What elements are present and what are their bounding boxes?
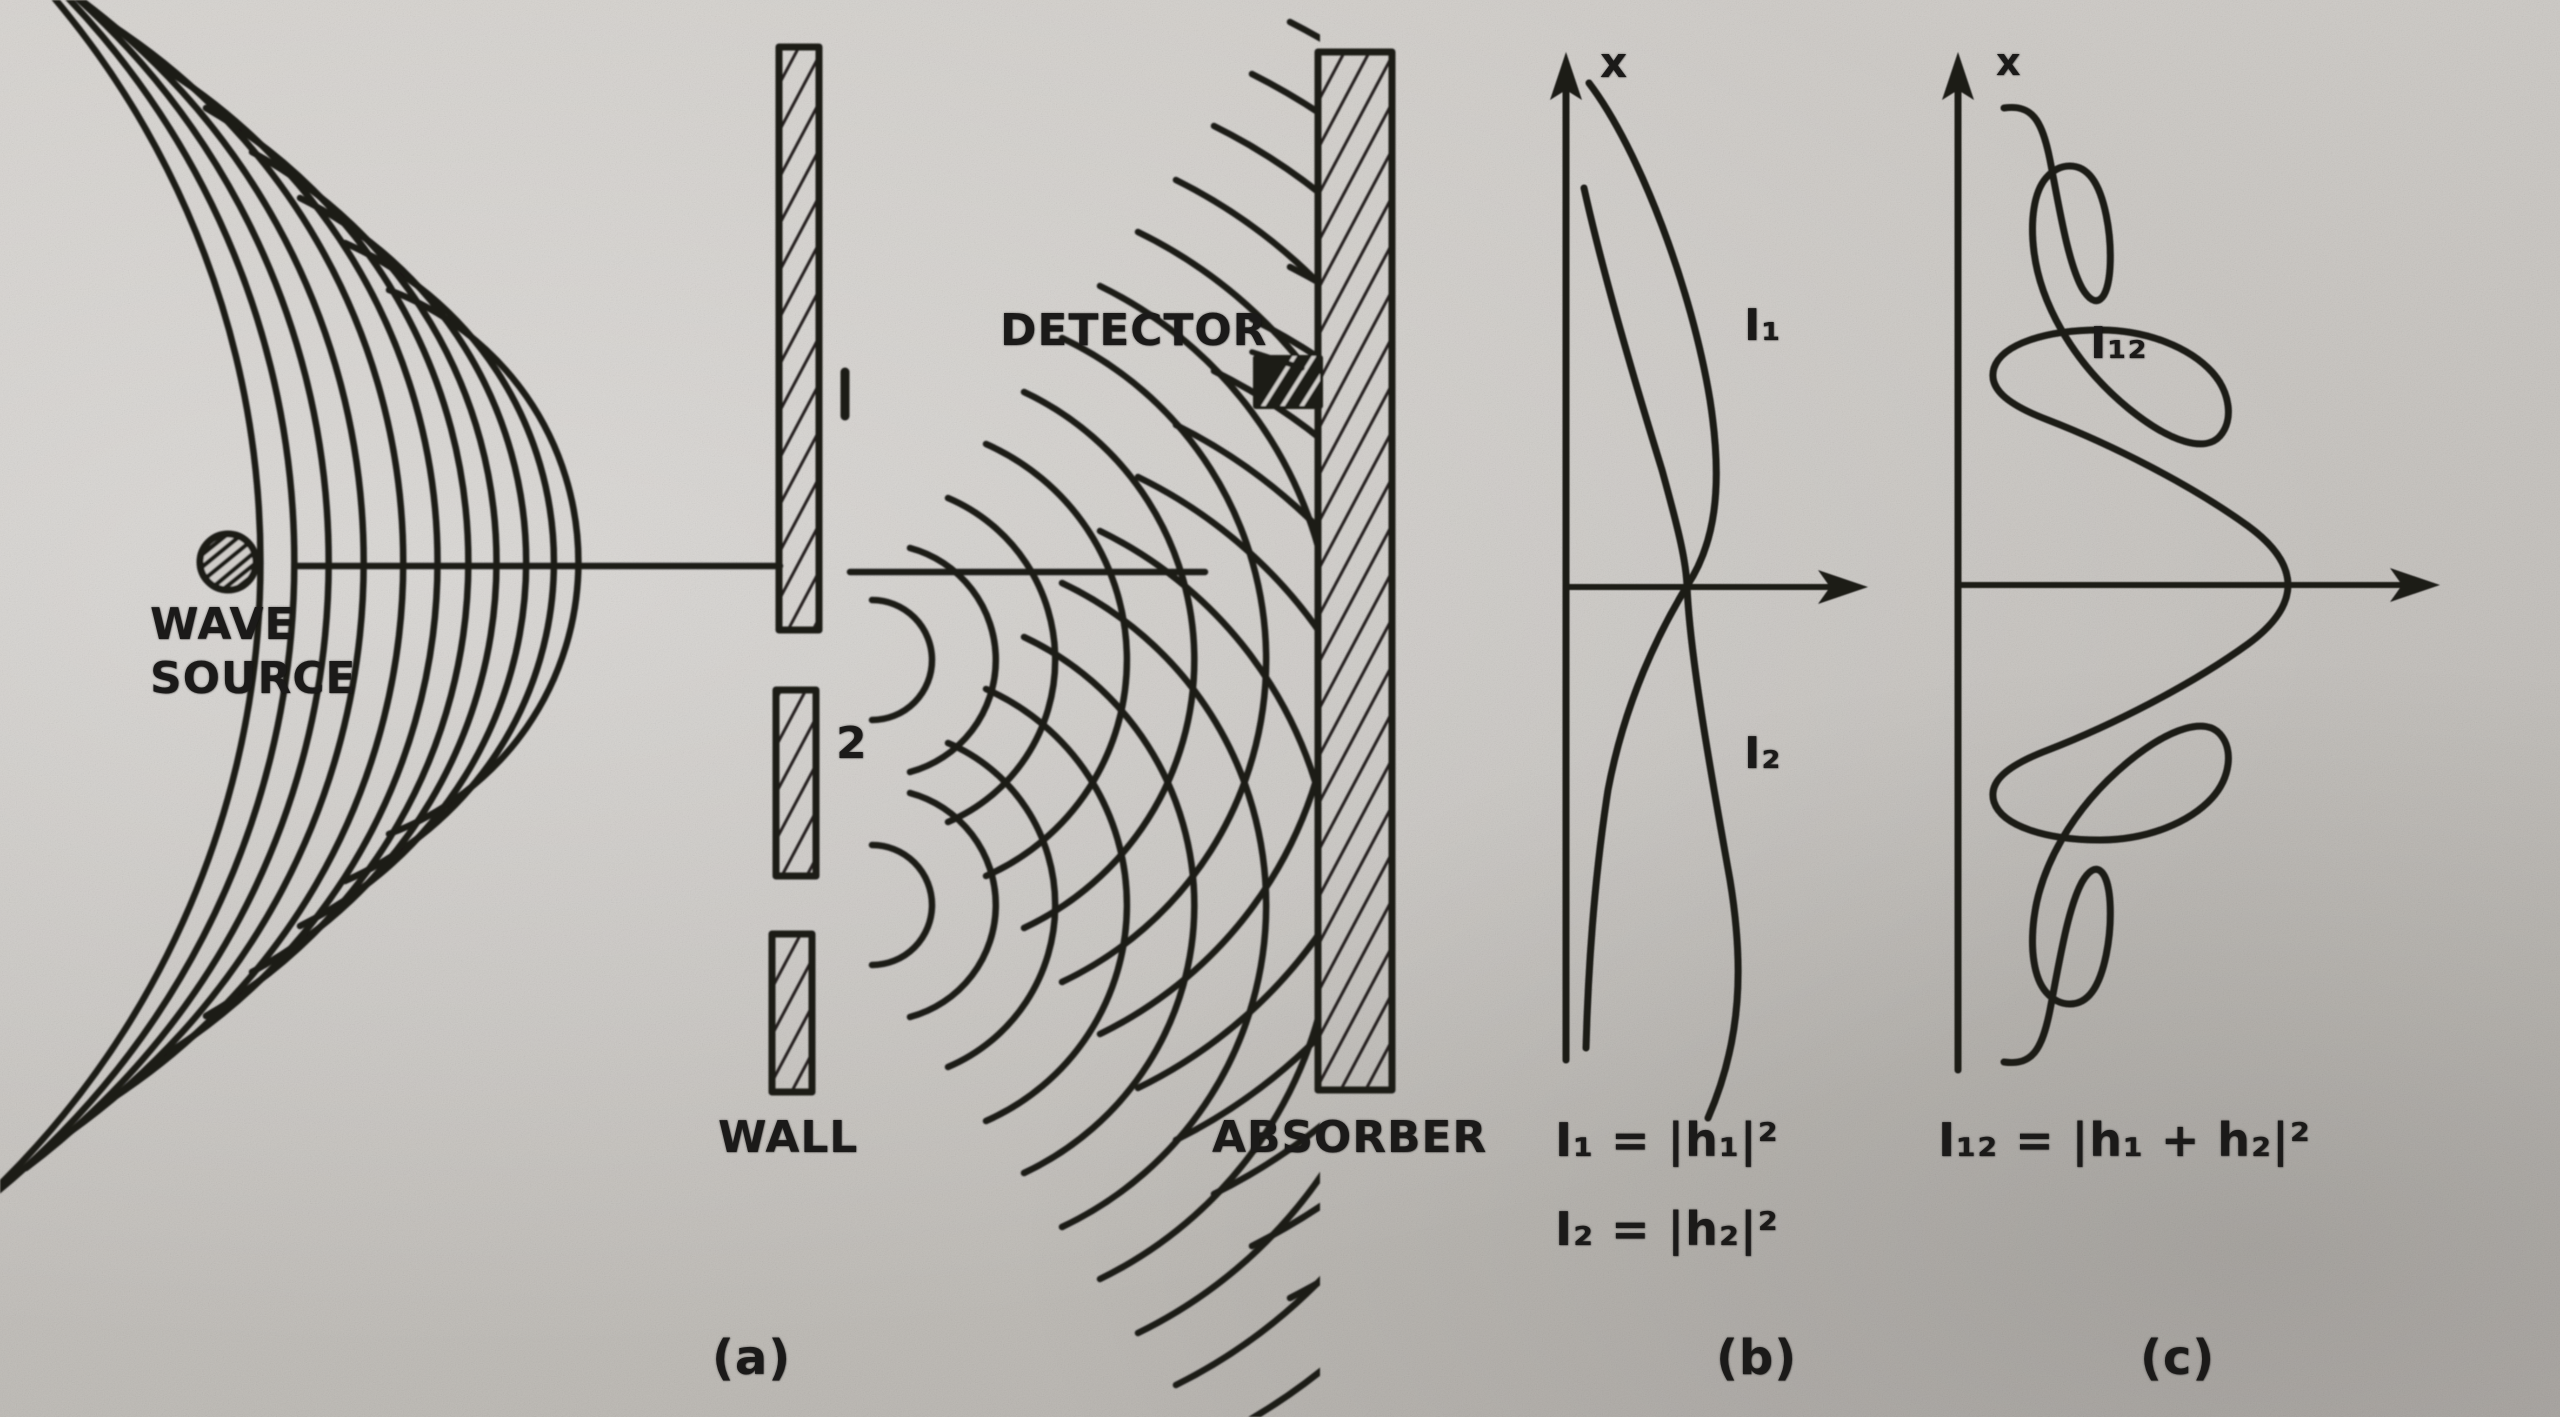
- panel-c-interference-plot: [1942, 52, 2440, 1074]
- panel-c-curve-i12-label: I₁₂: [2090, 318, 2148, 369]
- panel-c-caption: (c): [2140, 1330, 2216, 1386]
- panel-c-axis-label: x: [1996, 40, 2022, 84]
- panel-b-vertical-axis-arrowhead: [1550, 52, 1582, 100]
- incident-wavefronts: [0, 0, 582, 1194]
- panel-a-wave-apparatus: [0, 0, 1396, 1417]
- wavefronts-slit-1: [868, 18, 1320, 1302]
- diffracted-wavefronts: [868, 18, 1320, 1417]
- panel-c-curve-i12: [1989, 103, 2292, 1067]
- panel-b-caption: (b): [1716, 1330, 1798, 1386]
- panel-b-equation-1: I₁ = |h₁|²: [1555, 1113, 1779, 1167]
- panel-b-curve-i2: [1580, 184, 1742, 1122]
- detector-leader-line: [1249, 349, 1305, 371]
- panel-c-horizontal-axis-arrowhead: [2390, 568, 2440, 602]
- wave-source-label: WAVE SOURCE: [150, 598, 356, 706]
- wavefronts-slit-2: [868, 263, 1320, 1417]
- wall-with-slits: [768, 43, 823, 1096]
- panel-b-curve-i1-label: I₁: [1744, 300, 1782, 351]
- wall-segment-top: [775, 43, 823, 634]
- wall-segment-bottom: [768, 930, 816, 1096]
- wave-source-label-line2: SOURCE: [150, 653, 357, 704]
- detector-label: DETECTOR: [1000, 305, 1268, 356]
- panel-c-vertical-axis-arrowhead: [1942, 52, 1974, 100]
- panel-c-equation: I₁₂ = |h₁ + h₂|²: [1938, 1113, 2311, 1167]
- panel-b-axis-label: x: [1600, 38, 1628, 87]
- panel-b-equation-2: I₂ = |h₂|²: [1555, 1202, 1779, 1256]
- wave-source-label-line1: WAVE: [150, 599, 296, 650]
- wall-segment-middle: [772, 686, 820, 880]
- panel-b-intensity-plot: [1550, 52, 1868, 1122]
- panel-b-horizontal-axis-arrowhead: [1818, 570, 1868, 604]
- wall-label: WALL: [718, 1112, 859, 1163]
- wave-source-icon: [196, 530, 260, 594]
- absorber-wall: [1314, 48, 1396, 1094]
- panel-b-curve-i2-label: I₂: [1744, 728, 1782, 779]
- slit-2-label: 2: [836, 718, 868, 769]
- panel-a-caption: (a): [712, 1330, 792, 1386]
- panel-b-curve-i1: [1582, 79, 1720, 1052]
- absorber-label: ABSORBER: [1212, 1112, 1488, 1163]
